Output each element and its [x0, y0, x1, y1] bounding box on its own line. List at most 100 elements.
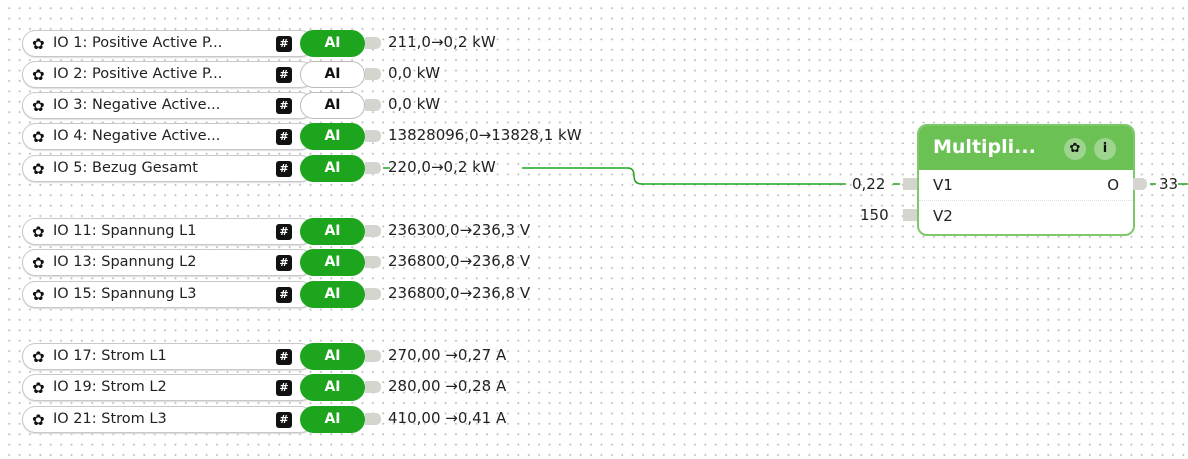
hash-icon[interactable]: # — [276, 161, 292, 177]
output-o-label: O — [1107, 176, 1119, 194]
io-value: 236800,0→236,8 V — [388, 252, 531, 270]
output-connector[interactable] — [365, 130, 381, 142]
gear-icon[interactable]: ✿ — [32, 97, 45, 115]
io-value: 0,0 kW — [388, 64, 441, 82]
gear-icon[interactable]: ✿ — [32, 223, 45, 241]
gear-icon[interactable]: ✿ — [32, 411, 45, 429]
ai-type-badge[interactable]: AI — [300, 281, 365, 308]
ai-type-badge[interactable]: AI — [300, 61, 365, 88]
io-label: IO 13: Spannung L2 — [53, 254, 197, 270]
hash-icon[interactable]: # — [276, 67, 292, 83]
io-label: IO 15: Spannung L3 — [53, 286, 197, 302]
gear-icon[interactable]: ✿ — [32, 128, 45, 146]
ai-type-badge[interactable]: AI — [300, 30, 365, 57]
settings-icon[interactable]: ✿ — [1064, 138, 1086, 160]
gear-icon[interactable]: ✿ — [32, 35, 45, 53]
io-label-box[interactable]: ✿ IO 17: Strom L1 # — [22, 343, 314, 370]
io-label-box[interactable]: ✿ IO 1: Positive Active P... # — [22, 30, 314, 57]
output-connector[interactable] — [365, 99, 381, 111]
io-value: 236300,0→236,3 V — [388, 221, 531, 239]
gear-icon[interactable]: ✿ — [32, 379, 45, 397]
ai-type-badge[interactable]: AI — [300, 249, 365, 276]
input-v2-connector[interactable] — [903, 209, 917, 221]
io-label-box[interactable]: ✿ IO 13: Spannung L2 # — [22, 249, 314, 276]
output-connector[interactable] — [365, 68, 381, 80]
gear-icon[interactable]: ✿ — [32, 348, 45, 366]
hash-icon[interactable]: # — [276, 380, 292, 396]
io-row[interactable]: ✿ IO 1: Positive Active P... # AI 211,0→0,… — [22, 30, 496, 57]
input-v1-connector[interactable] — [903, 178, 917, 190]
io-label-box[interactable]: ✿ IO 11: Spannung L1 # — [22, 218, 314, 245]
io-value: 410,00 →0,41 A — [388, 409, 507, 427]
output-connector[interactable] — [365, 413, 381, 425]
io-value: 0,0 kW — [388, 95, 441, 113]
gear-icon[interactable]: ✿ — [32, 160, 45, 178]
hash-icon[interactable]: # — [276, 98, 292, 114]
output-value: 33 — [1159, 175, 1179, 193]
output-connector[interactable] — [365, 381, 381, 393]
gear-icon[interactable]: ✿ — [32, 254, 45, 272]
io-label: IO 19: Strom L2 — [53, 379, 167, 395]
io-label-box[interactable]: ✿ IO 21: Strom L3 # — [22, 406, 314, 433]
output-connector[interactable] — [365, 350, 381, 362]
hash-icon[interactable]: # — [276, 412, 292, 428]
io-row[interactable]: ✿ IO 21: Strom L3 # AI 410,00 →0,41 A — [22, 406, 506, 433]
output-connector[interactable] — [1133, 178, 1147, 190]
output-connector[interactable] — [365, 256, 381, 268]
hash-icon[interactable]: # — [276, 36, 292, 52]
io-label: IO 1: Positive Active P... — [53, 35, 223, 51]
io-label: IO 11: Spannung L1 — [53, 223, 197, 239]
input-v1-label: V1 — [933, 176, 953, 194]
io-value: 270,00 →0,27 A — [388, 346, 507, 364]
hash-icon[interactable]: # — [276, 255, 292, 271]
hash-icon[interactable]: # — [276, 224, 292, 240]
io-label: IO 2: Positive Active P... — [53, 66, 223, 82]
io-label-box[interactable]: ✿ IO 3: Negative Active... # — [22, 92, 314, 119]
multiplier-block[interactable]: Multipli... ✿ i V1 O V2 — [917, 124, 1135, 236]
io-label-box[interactable]: ✿ IO 4: Negative Active... # — [22, 123, 314, 150]
io-row[interactable]: ✿ IO 3: Negative Active... # AI 0,0 kW — [22, 92, 440, 119]
output-connector[interactable] — [365, 37, 381, 49]
io-label: IO 3: Negative Active... — [53, 97, 221, 113]
input-v1-value: 0,22 — [852, 175, 886, 193]
ai-type-badge[interactable]: AI — [300, 155, 365, 182]
io-label: IO 21: Strom L3 — [53, 411, 167, 427]
io-row[interactable]: ✿ IO 2: Positive Active P... # AI 0,0 kW — [22, 61, 440, 88]
io-value: 211,0→0,2 kW — [388, 33, 496, 51]
io-row[interactable]: ✿IO 4: Negative Active...# AI 13828096,0… — [22, 123, 582, 150]
output-connector[interactable] — [365, 288, 381, 300]
io-row[interactable]: ✿ IO 19: Strom L2 # AI 280,00 →0,28 A — [22, 374, 506, 401]
io-label-box[interactable]: ✿IO 5: Bezug Gesamt# — [22, 155, 314, 182]
io-label: IO 17: Strom L1 — [53, 348, 167, 364]
input-v2-label: V2 — [933, 207, 953, 225]
io-label-box[interactable]: ✿ IO 15: Spannung L3 # — [22, 281, 314, 308]
gear-icon[interactable]: ✿ — [32, 66, 45, 84]
ai-type-badge[interactable]: AI — [300, 343, 365, 370]
io-row[interactable]: ✿IO 5: Bezug Gesamt# AI 220,0→0,2 kW — [22, 155, 496, 182]
io-value: 280,00 →0,28 A — [388, 377, 507, 395]
block-title: Multipli... — [933, 136, 1036, 158]
output-connector[interactable] — [365, 162, 381, 174]
io-value: 220,0→0,2 kW — [388, 158, 496, 176]
io-row[interactable]: ✿ IO 11: Spannung L1 # AI 236300,0→236,3 V — [22, 218, 530, 245]
io-label-box[interactable]: ✿ IO 2: Positive Active P... # — [22, 61, 314, 88]
ai-type-badge[interactable]: AI — [300, 92, 365, 119]
ai-type-badge[interactable]: AI — [300, 374, 365, 401]
hash-icon[interactable]: # — [276, 349, 292, 365]
io-row[interactable]: ✿ IO 17: Strom L1 # AI 270,00 →0,27 A — [22, 343, 506, 370]
info-icon[interactable]: i — [1094, 138, 1116, 160]
input-v2-value: 150 — [860, 206, 889, 224]
ai-type-badge[interactable]: AI — [300, 218, 365, 245]
ai-type-badge[interactable]: AI — [300, 406, 365, 433]
io-label-box[interactable]: ✿ IO 19: Strom L2 # — [22, 374, 314, 401]
io-label: IO 4: Negative Active... — [53, 128, 221, 144]
hash-icon[interactable]: # — [276, 287, 292, 303]
output-connector[interactable] — [365, 225, 381, 237]
block-header[interactable]: Multipli... ✿ i — [919, 126, 1133, 170]
io-row[interactable]: ✿IO 15: Spannung L3# AI 236800,0→236,8 V — [22, 281, 530, 308]
io-row[interactable]: ✿ IO 13: Spannung L2 # AI 236800,0→236,8 V — [22, 249, 530, 276]
hash-icon[interactable]: # — [276, 129, 292, 145]
ai-type-badge[interactable]: AI — [300, 123, 365, 150]
gear-icon[interactable]: ✿ — [32, 286, 45, 304]
